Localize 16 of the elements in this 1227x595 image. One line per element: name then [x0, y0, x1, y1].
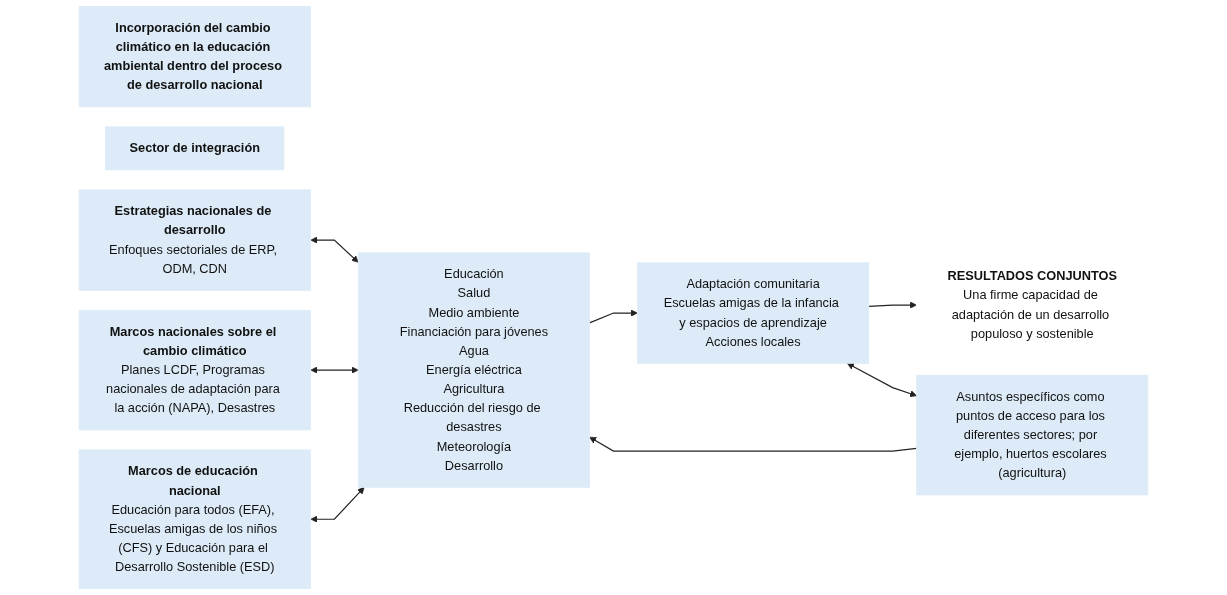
node-box: Marcos nacionales sobre el cambio climático Planes LCDF, Programas nacionales de adaptación para la acción (NAPA), Desastres: [78, 309, 311, 431]
arrow: [868, 301, 917, 309]
arrow: [589, 436, 918, 452]
arrow: [310, 236, 359, 263]
node-box: Adaptación comunitaria Escuelas amigas de la infancia y espacios de aprendizaje Acciones locales: [637, 262, 870, 364]
arrow: [847, 363, 917, 398]
node-box: Educación Salud Medio ambiente Financiación para jóvenes Agua Energía eléctrica Agricultura Reducción del riesgo de desastres Meteorología Desarrollo: [357, 252, 590, 488]
node-box: Estrategias nacionales de desarrollo Enfoques sectoriales de ERP, ODM, CDN: [78, 189, 311, 291]
node-box: Marcos de educación nacional Educación para todos (EFA), Escuelas amigas de los niños (CFS) y Educación para el Desarrollo Sostenible (ESD): [78, 449, 311, 589]
node-box: Sector de integración: [105, 126, 285, 171]
node-box: Asuntos específicos como puntos de acceso para los diferentes sectores; por ejemplo, huertos escolares (agricultura): [916, 374, 1149, 496]
node-text: RESULTADOS CONJUNTOS Una firme capacidad de adaptación de un desarrollo populoso y sostenible: [947, 269, 1117, 341]
arrow: [310, 366, 359, 374]
arrow: [588, 309, 638, 324]
arrow: [310, 487, 365, 523]
node-box: Incorporación del cambio climático en la educación ambiental dentro del proceso de desarrollo nacional: [78, 5, 311, 108]
